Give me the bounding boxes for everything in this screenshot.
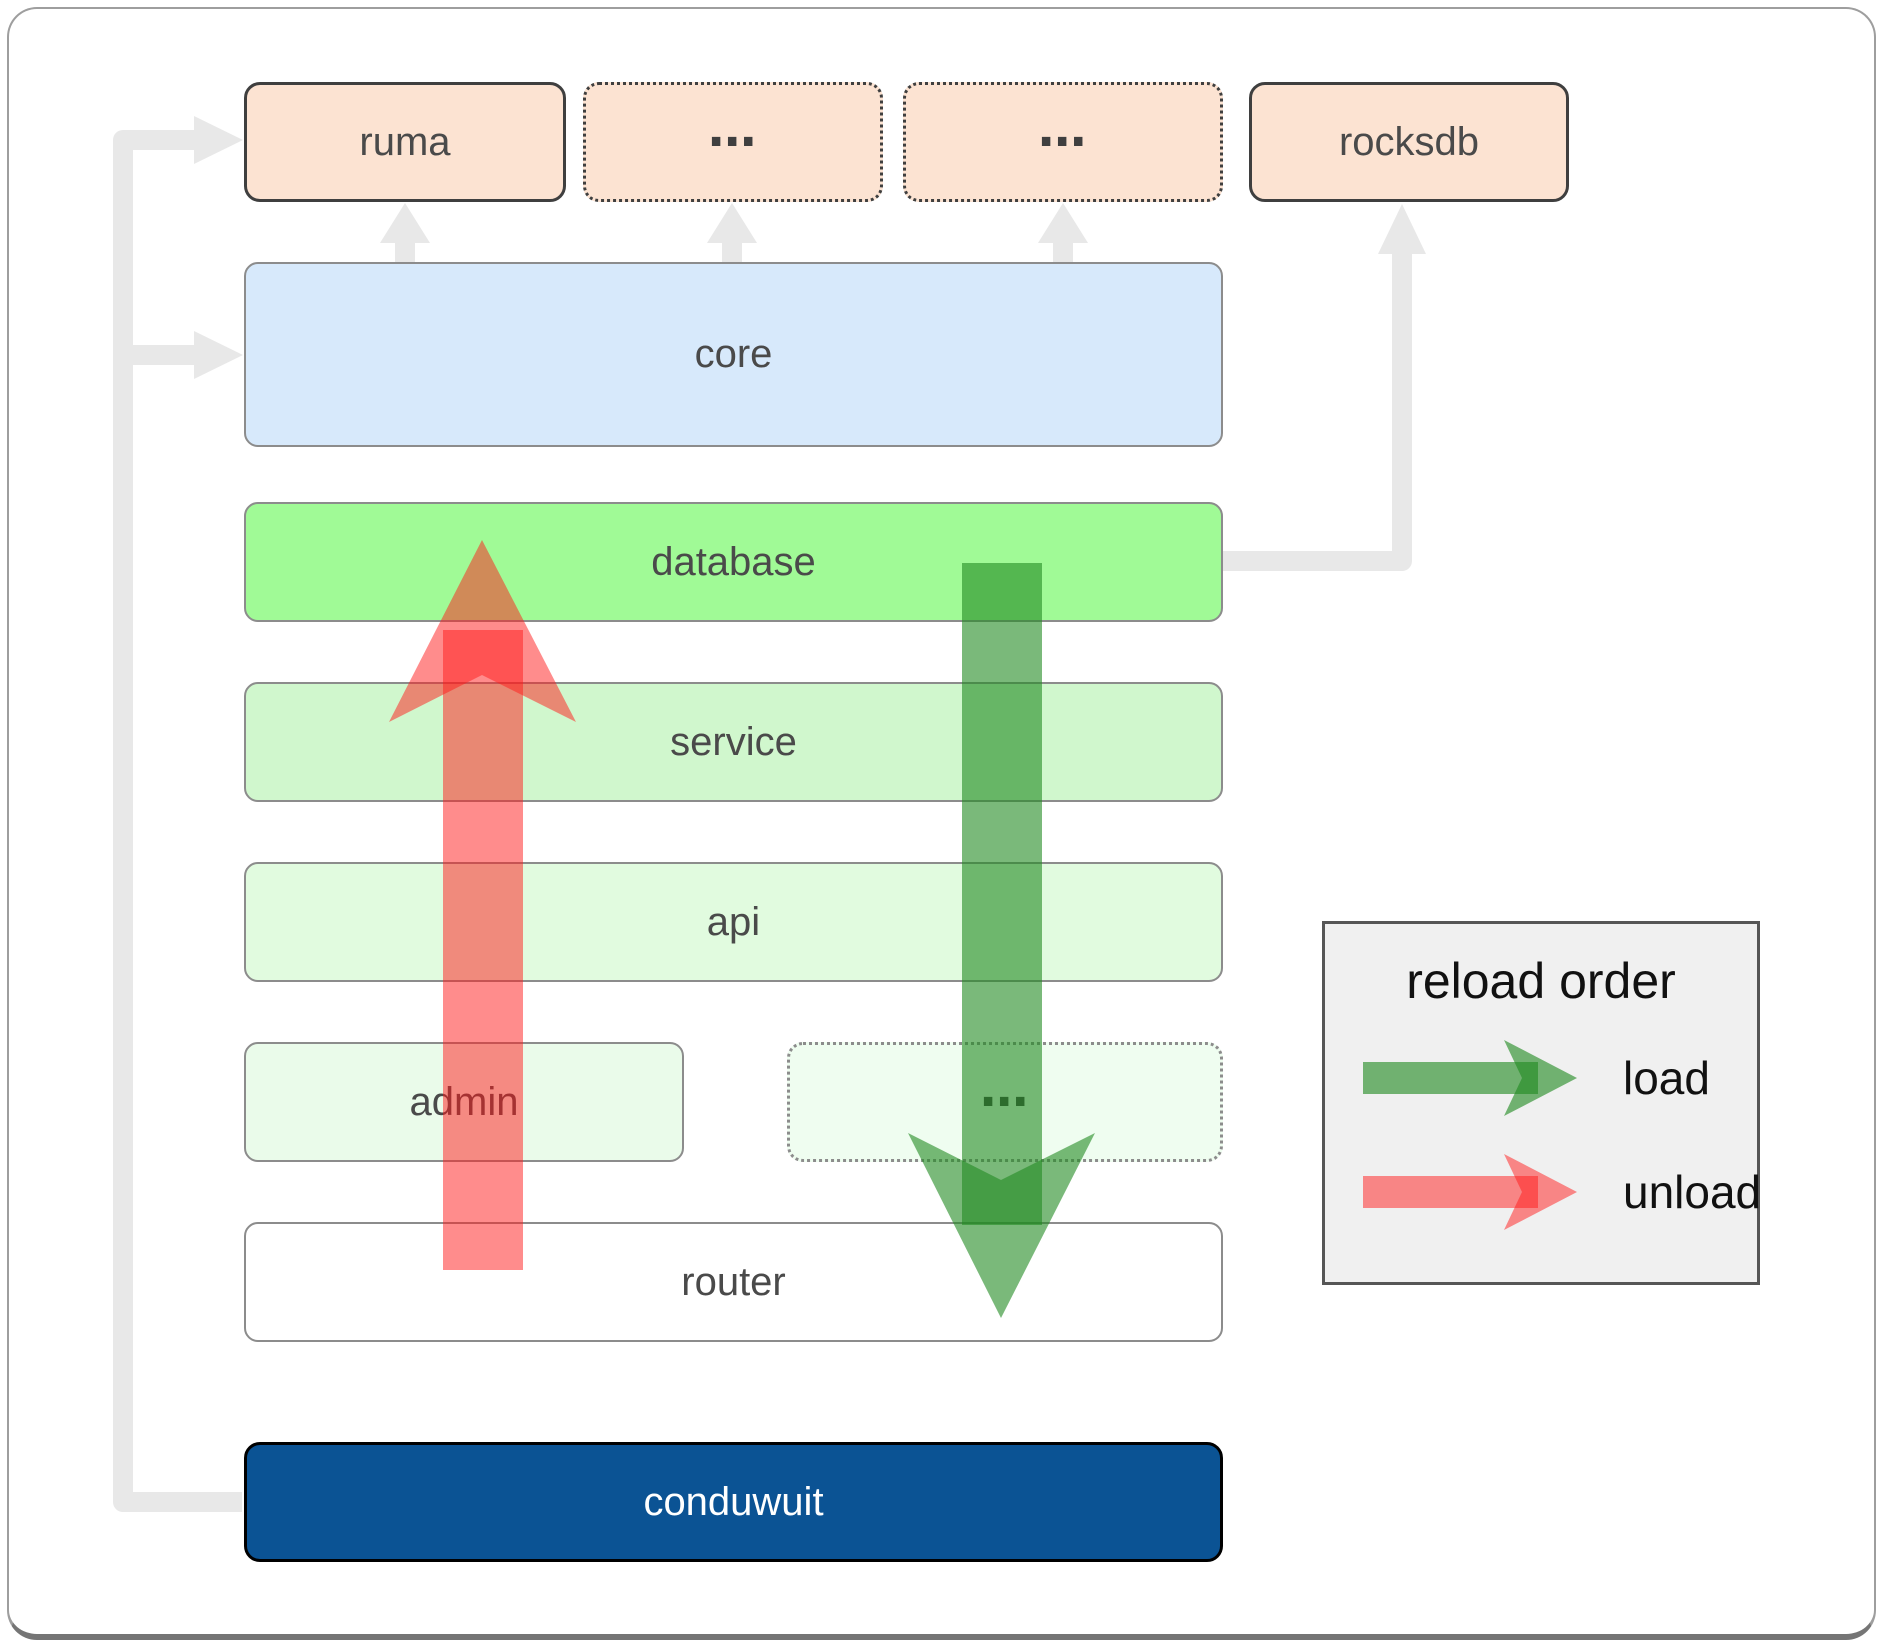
core-to-ellipsis1-arrowhead-icon	[707, 203, 757, 243]
node-router-label: router	[681, 1259, 786, 1304]
core-arrowhead-icon	[194, 331, 243, 379]
load-arrow	[908, 563, 1095, 1318]
node-rocksdb-label: rocksdb	[1338, 119, 1480, 164]
node-database-label: database	[651, 539, 816, 584]
load-arrowhead-icon	[908, 1133, 1095, 1318]
legend-load-arrow-icon	[1363, 1040, 1577, 1116]
legend: reload order load unload	[1322, 921, 1761, 1285]
node-service-label: service	[670, 719, 797, 764]
ruma-arrowhead-icon	[194, 116, 243, 164]
node-ellipsis-top-2: ⋯	[903, 82, 1223, 202]
node-api-label: api	[706, 899, 761, 944]
node-ruma-label: ruma	[359, 119, 451, 164]
node-core-label: core	[694, 332, 773, 376]
node-ellipsis-top-1-label: ⋯	[708, 116, 758, 169]
unload-arrowhead-icon	[389, 540, 576, 722]
rocksdb-arrowhead-icon	[1378, 204, 1426, 254]
node-core: core	[244, 262, 1223, 447]
legend-load-label: load	[1623, 1052, 1710, 1104]
load-arrow-shaft	[962, 563, 1042, 1225]
node-ruma: ruma	[244, 82, 566, 202]
node-database: database	[244, 502, 1223, 622]
legend-unload-arrow-icon	[1363, 1154, 1577, 1230]
legend-item-load: load	[1361, 1032, 1757, 1124]
legend-unload-label: unload	[1623, 1166, 1762, 1218]
unload-arrow	[389, 540, 576, 1270]
node-conduwuit-label: conduwuit	[643, 1479, 824, 1524]
node-api: api	[244, 862, 1223, 982]
node-router: router	[244, 1222, 1223, 1342]
node-ellipsis-top-1: ⋯	[583, 82, 883, 202]
core-to-ellipsis2-arrowhead-icon	[1038, 203, 1088, 243]
conduwuit-to-ruma-connector	[113, 130, 242, 1512]
node-rocksdb: rocksdb	[1249, 82, 1569, 202]
database-to-rocksdb-connector	[1222, 252, 1412, 571]
legend-item-unload: unload	[1361, 1146, 1761, 1238]
core-to-ruma-arrowhead-icon	[380, 203, 430, 243]
unload-arrow-shaft	[443, 630, 523, 1270]
node-conduwuit: conduwuit	[244, 1442, 1223, 1562]
legend-title: reload order	[1406, 953, 1676, 1009]
node-ellipsis-top-2-label: ⋯	[1038, 116, 1088, 169]
